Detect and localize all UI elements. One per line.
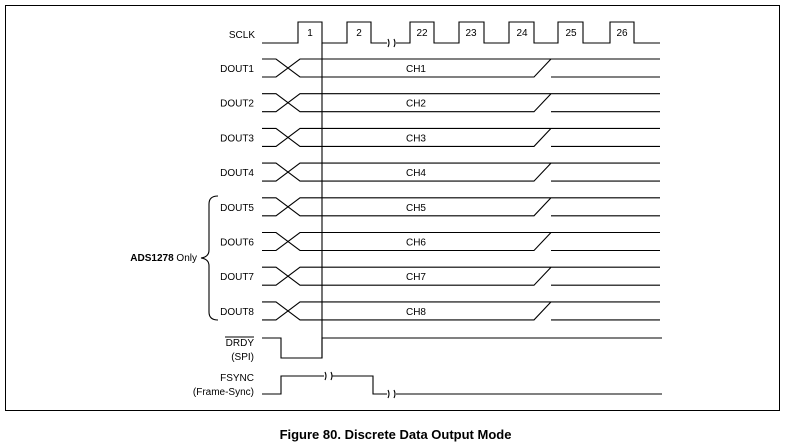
diagram-frame xyxy=(5,5,780,411)
ads1278-group: ADS1278 Only xyxy=(130,195,219,321)
dout-waveform xyxy=(262,162,660,182)
group-part: ADS1278 xyxy=(130,253,174,264)
sclk-pulse-label: 24 xyxy=(516,28,528,39)
dout-row: DOUT8 CH8 xyxy=(220,301,660,321)
dout-channel-label: CH6 xyxy=(406,238,426,249)
fsync-sublabel: (Frame-Sync) xyxy=(193,387,254,398)
dout-row: DOUT6 CH6 xyxy=(220,231,660,252)
fsync-label: FSYNC xyxy=(220,373,254,384)
figure-caption: Figure 80. Discrete Data Output Mode xyxy=(279,427,512,442)
dout-waveform xyxy=(262,58,660,78)
dout-waveform xyxy=(262,231,660,252)
dout-row: DOUT2 CH2 xyxy=(220,93,660,113)
dout-channel-label: CH8 xyxy=(406,307,426,318)
fsync-break-high-icon xyxy=(324,371,333,381)
dout-channel-label: CH4 xyxy=(406,168,426,179)
dout-row: DOUT3 CH3 xyxy=(220,127,660,147)
dout-row: DOUT4 CH4 xyxy=(220,162,660,182)
sclk-pulse-label: 26 xyxy=(616,28,628,39)
dout-waveform xyxy=(262,266,660,286)
sclk-break-icon xyxy=(387,38,396,48)
drdy-waveform xyxy=(262,337,662,359)
sclk-pulse-label: 22 xyxy=(416,28,428,39)
sclk-label: SCLK xyxy=(229,30,255,41)
dout-channel-label: CH2 xyxy=(406,99,426,110)
dout-row: DOUT5 CH5 xyxy=(220,197,660,217)
dout-label: DOUT3 xyxy=(220,133,254,144)
sclk-pulse-label: 23 xyxy=(465,28,477,39)
group-label: ADS1278 Only xyxy=(130,253,197,264)
dout-label: DOUT7 xyxy=(220,272,254,283)
sclk-pulse-label: 25 xyxy=(565,28,577,39)
dout-row: DOUT7 CH7 xyxy=(220,266,660,286)
fsync-break-low-icon xyxy=(387,389,396,399)
dout-label: DOUT5 xyxy=(220,203,254,214)
dout-channel-label: CH1 xyxy=(406,64,426,75)
dout-channel-label: CH3 xyxy=(406,133,426,144)
brace-icon xyxy=(200,195,219,321)
fsync-signal: FSYNC (Frame-Sync) xyxy=(193,371,662,399)
dout-row: DOUT1 CH1 xyxy=(220,58,660,78)
dout-label: DOUT4 xyxy=(220,168,254,179)
dout-label: DOUT2 xyxy=(220,99,254,110)
dout-label: DOUT1 xyxy=(220,64,254,75)
dout-waveform xyxy=(262,197,660,217)
dout-waveform xyxy=(262,127,660,147)
drdy-sublabel: (SPI) xyxy=(231,352,254,363)
dout-channel-label: CH5 xyxy=(406,203,426,214)
sclk-waveform xyxy=(262,21,660,44)
drdy-signal: DRDY (SPI) xyxy=(225,336,662,363)
dout-label: DOUT6 xyxy=(220,238,254,249)
fsync-waveform xyxy=(262,375,662,395)
dout-channel-label: CH7 xyxy=(406,272,426,283)
dout-label: DOUT8 xyxy=(220,307,254,318)
dout-waveform xyxy=(262,93,660,113)
sclk-pulse-label: 1 xyxy=(307,28,313,39)
drdy-label: DRDY xyxy=(226,338,255,349)
group-suffix: Only xyxy=(174,253,197,264)
dout-waveform xyxy=(262,301,660,321)
sclk-pulse-label: 2 xyxy=(356,28,362,39)
